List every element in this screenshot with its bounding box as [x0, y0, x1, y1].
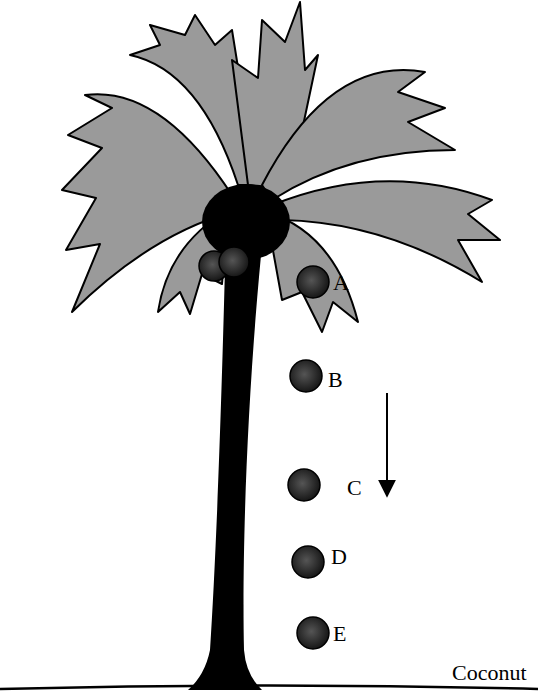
falling-coconuts: [288, 266, 329, 649]
object-label: Coconut: [452, 662, 527, 684]
coconut-cluster: [219, 247, 249, 277]
ground-line: [0, 686, 538, 690]
palm-trunk: [188, 225, 264, 690]
position-label: C: [347, 477, 362, 499]
position-label: A: [333, 272, 349, 294]
palm-crown: [202, 184, 290, 260]
motion-arrow: [386, 393, 388, 496]
position-label: D: [331, 546, 347, 568]
coconut: [292, 546, 324, 578]
coconut: [288, 469, 320, 501]
frond: [262, 70, 455, 200]
position-label: E: [333, 623, 346, 645]
coconut: [290, 360, 322, 392]
coconut: [297, 617, 329, 649]
frond: [62, 94, 232, 312]
position-label: B: [328, 369, 343, 391]
coconut: [297, 266, 329, 298]
palm-fronds: [62, 2, 500, 332]
